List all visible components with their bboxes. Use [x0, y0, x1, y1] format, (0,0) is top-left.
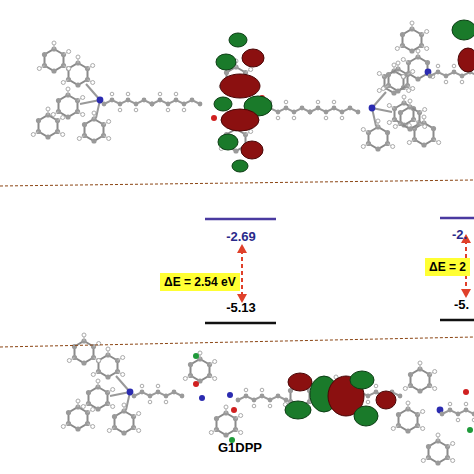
guide-line [0, 337, 474, 347]
homo-level [440, 319, 474, 322]
homo-level [205, 322, 276, 325]
molecule-bottom-right [391, 361, 474, 466]
homo-orbital [285, 371, 396, 426]
gap-highlight-box: ΔE = 2.54 eV [160, 273, 240, 291]
molecule-top [31, 33, 440, 172]
energy-value: -2. [452, 227, 467, 242]
lumo-level [205, 218, 276, 221]
energy-value: -5. [454, 297, 469, 312]
molecule-bottom [61, 333, 402, 443]
molecule-top-right [381, 20, 474, 132]
gap-value: ΔE = 2.54 eV [164, 275, 236, 289]
guide-line [0, 180, 474, 186]
molecule-name: G1DPP [218, 440, 262, 455]
gap-value: ΔE = 2 [429, 260, 466, 274]
energy-value: -5.13 [226, 300, 256, 315]
lumo-orbital [214, 33, 272, 172]
lumo-level [440, 217, 474, 220]
energy-value: -2.69 [226, 229, 256, 244]
gap-highlight-box: ΔE = 2 [425, 258, 470, 276]
